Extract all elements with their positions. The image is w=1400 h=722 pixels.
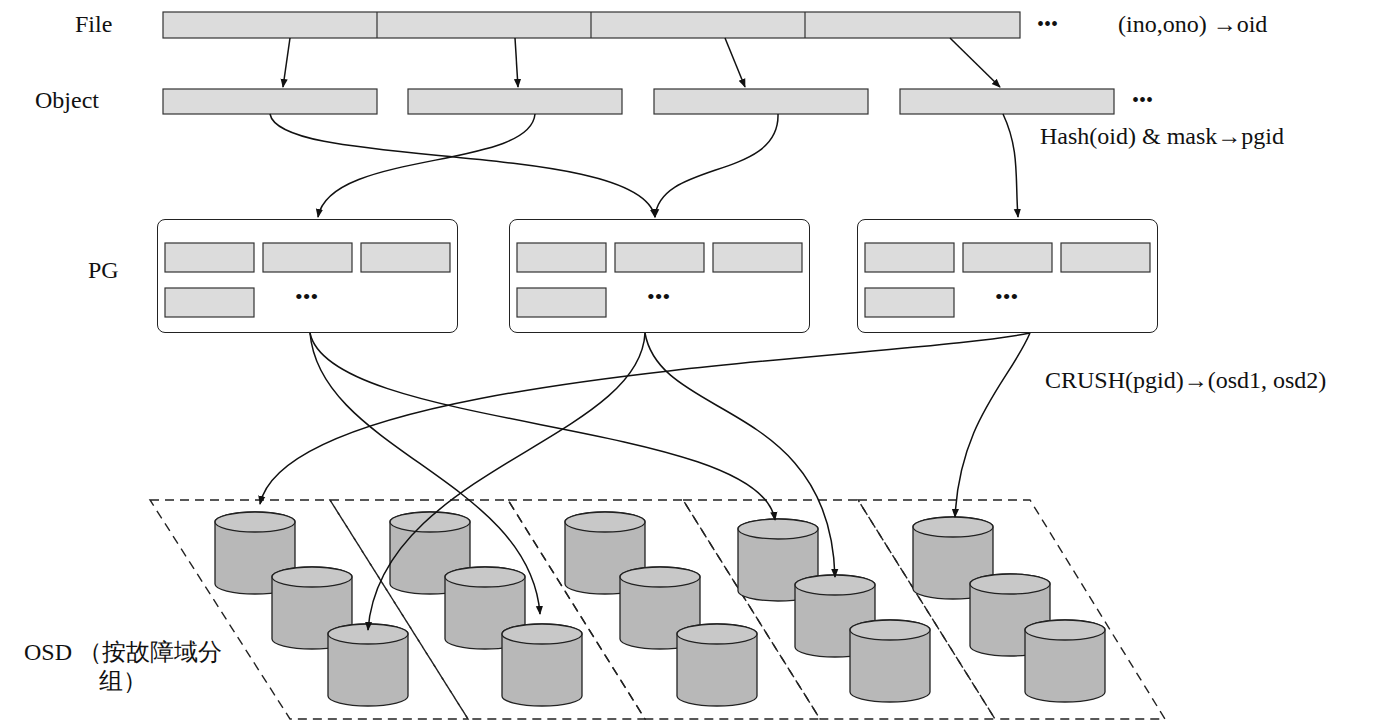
osd-disk-top	[850, 620, 930, 640]
pg-object-slot	[615, 243, 704, 272]
pg-object-slot	[713, 243, 802, 272]
mapping-arrow	[260, 333, 1030, 504]
row-label: Object	[33, 86, 101, 115]
mapping-arrow	[950, 38, 1000, 87]
object-bar	[654, 89, 868, 114]
osd-disk-top	[272, 567, 352, 587]
file-divider	[590, 12, 591, 38]
mapping-arrow	[310, 333, 540, 614]
pg-object-slot	[517, 243, 606, 272]
osd-disk-top	[565, 512, 645, 532]
mapping-formula: (ino,ono) →oid	[1116, 10, 1269, 39]
osd-disk	[850, 620, 930, 702]
osd-disk-top	[913, 517, 993, 537]
object-bar	[163, 89, 377, 114]
osd-disk-top	[677, 624, 757, 644]
osd-disk-top	[445, 567, 525, 587]
mapping-arrow	[283, 38, 290, 87]
osd-disk-top	[620, 567, 700, 587]
mapping-arrow	[725, 38, 745, 87]
pg-object-slot	[263, 243, 352, 272]
mapping-arrow	[310, 333, 775, 520]
mapping-arrow	[515, 38, 518, 87]
ellipsis-mark: •••	[295, 286, 318, 308]
mapping-arrow	[270, 114, 655, 217]
object-bar	[408, 89, 622, 114]
pg-object-slot	[361, 243, 450, 272]
ellipsis-mark: •••	[995, 286, 1018, 308]
pg-object-slot	[165, 243, 254, 272]
pg-object-slot	[1061, 243, 1150, 272]
pg-object-slot	[963, 243, 1052, 272]
pg-object-slot	[865, 243, 954, 272]
osd-disk	[1025, 620, 1105, 702]
mapping-arrow	[368, 333, 645, 630]
mapping-arrow	[655, 114, 778, 217]
osd-disk-top	[215, 512, 295, 532]
row-label: PG	[86, 256, 121, 285]
mapping-formula: CRUSH(pgid)→(osd1, osd2)	[1043, 366, 1328, 395]
mapping-arrow	[318, 114, 535, 217]
ellipsis-mark: •••	[1035, 12, 1060, 36]
osd-disk-top	[390, 512, 470, 532]
osd-disk	[677, 624, 757, 706]
osd-disk-top	[970, 574, 1050, 594]
osd-disk	[328, 624, 408, 706]
ellipsis-mark: •••	[1130, 88, 1155, 112]
mapping-arrow	[1003, 114, 1018, 217]
ellipsis-mark: •••	[647, 286, 670, 308]
pg-object-slot	[165, 288, 254, 317]
file-bar	[163, 12, 1020, 38]
object-bar	[900, 89, 1114, 114]
row-label: File	[73, 10, 114, 39]
placement-group-box: •••	[857, 219, 1158, 333]
pg-object-slot	[865, 288, 954, 317]
placement-group-box: •••	[509, 219, 810, 333]
osd-disk-top	[738, 519, 818, 539]
osd-disk-top	[795, 575, 875, 595]
osd-disk	[502, 624, 582, 706]
osd-disk-top	[502, 624, 582, 644]
mapping-formula: Hash(oid) & mask→pgid	[1038, 122, 1286, 151]
placement-group-box: •••	[157, 219, 458, 333]
mapping-arrow	[955, 333, 1030, 517]
file-divider	[376, 12, 377, 38]
row-label: OSD （按故障域分组）	[10, 638, 236, 696]
osd-disk-top	[1025, 620, 1105, 640]
pg-object-slot	[517, 288, 606, 317]
file-divider	[804, 12, 805, 38]
mapping-arrow	[645, 333, 835, 577]
